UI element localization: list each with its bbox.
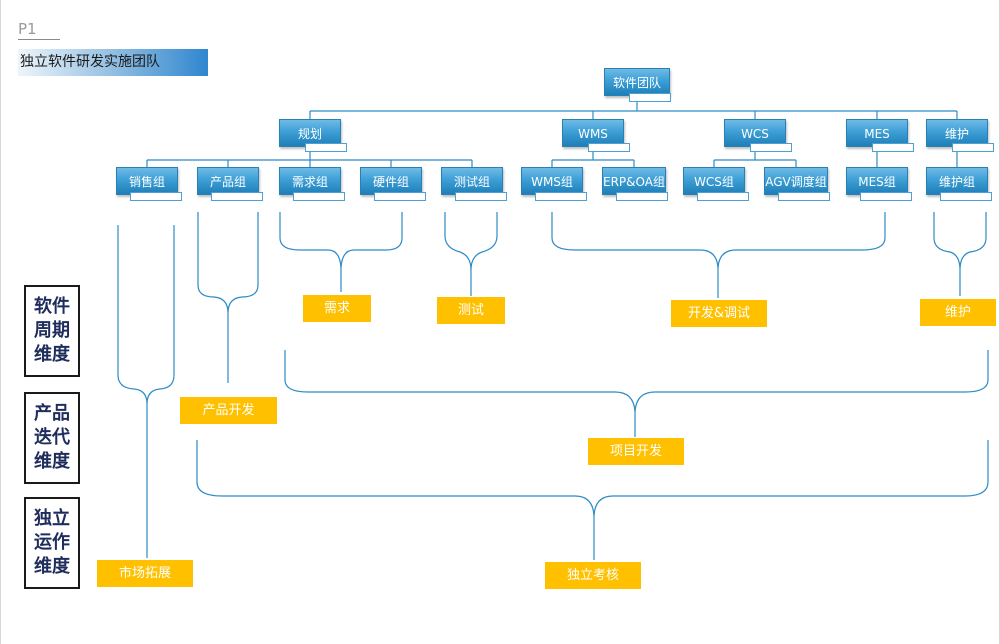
org-node-agv-group-tag — [778, 192, 830, 201]
org-node-product-group-tag — [211, 192, 263, 201]
dimension-independent-operation-text: 独立运作维度 — [34, 508, 70, 577]
org-node-wcs-tag — [750, 143, 792, 152]
org-node-product-group: 产品组 — [197, 167, 259, 195]
phase-label-market: 市场拓展 — [97, 560, 193, 587]
org-node-mes-group-tag — [860, 192, 912, 201]
dimension-independent-operation: 独立运作维度 — [24, 497, 80, 589]
org-node-erp-oa-group-tag — [616, 192, 668, 201]
brace-independent-eval — [196, 440, 989, 560]
org-node-mes-group: MES组 — [846, 167, 908, 195]
org-node-testing-group-tag — [455, 192, 507, 201]
org-node-sales-group: 销售组 — [116, 167, 178, 195]
phase-label-requirements: 需求 — [303, 295, 371, 322]
phase-label-project-dev: 项目开发 — [588, 438, 684, 465]
phase-label-product-dev: 产品开发 — [180, 397, 277, 424]
org-node-wms-tag — [588, 143, 630, 152]
org-node-wcs-group-tag — [697, 192, 749, 201]
page-edge-left — [0, 0, 1, 644]
brace-requirements — [279, 212, 403, 292]
org-node-testing-group: 测试组 — [441, 167, 503, 195]
org-node-root-tag — [629, 93, 671, 102]
page-title: 独立软件研发实施团队 — [18, 49, 208, 76]
brace-market — [117, 225, 175, 558]
dimension-product-iteration: 产品迭代维度 — [24, 392, 80, 484]
org-node-hardware-group: 硬件组 — [360, 167, 422, 195]
org-node-requirements-group-tag — [293, 192, 345, 201]
org-node-plan-tag — [305, 143, 347, 152]
org-node-maintenance-group-tag — [940, 192, 992, 201]
org-node-maintenance: 维护 — [926, 119, 988, 147]
org-node-requirements-group: 需求组 — [279, 167, 341, 195]
org-node-agv-group: AGV调度组 — [764, 167, 828, 195]
org-node-wms-group-tag — [535, 192, 587, 201]
phase-label-maintenance: 维护 — [920, 299, 996, 326]
dimension-software-cycle: 软件周期维度 — [24, 285, 80, 377]
phase-label-testing: 测试 — [437, 297, 505, 324]
org-node-erp-oa-group: ERP&OA组 — [602, 167, 666, 195]
org-node-wcs-group: WCS组 — [683, 167, 745, 195]
brace-project-dev — [284, 350, 989, 437]
phase-label-independent-eval: 独立考核 — [545, 562, 641, 589]
org-node-root: 软件团队 — [604, 68, 670, 96]
brace-maintenance — [933, 212, 987, 296]
org-node-wms: WMS — [562, 119, 624, 147]
brace-product-dev — [197, 212, 259, 383]
brace-dev-debug — [551, 212, 886, 298]
org-node-sales-group-tag — [130, 192, 182, 201]
dimension-product-iteration-text: 产品迭代维度 — [34, 403, 70, 472]
org-node-plan: 规划 — [279, 119, 341, 147]
org-node-maintenance-tag — [952, 143, 994, 152]
phase-label-dev-debug: 开发&调试 — [671, 300, 767, 327]
org-node-mes: MES — [846, 119, 908, 147]
dimension-software-cycle-text: 软件周期维度 — [34, 296, 70, 365]
org-node-maintenance-group: 维护组 — [926, 167, 988, 195]
org-node-mes-tag — [872, 143, 914, 152]
org-node-hardware-group-tag — [374, 192, 426, 201]
page-number: P1 — [18, 20, 37, 38]
org-node-wms-group: WMS组 — [521, 167, 583, 195]
brace-testing — [444, 212, 498, 296]
page-number-underline — [18, 39, 60, 40]
